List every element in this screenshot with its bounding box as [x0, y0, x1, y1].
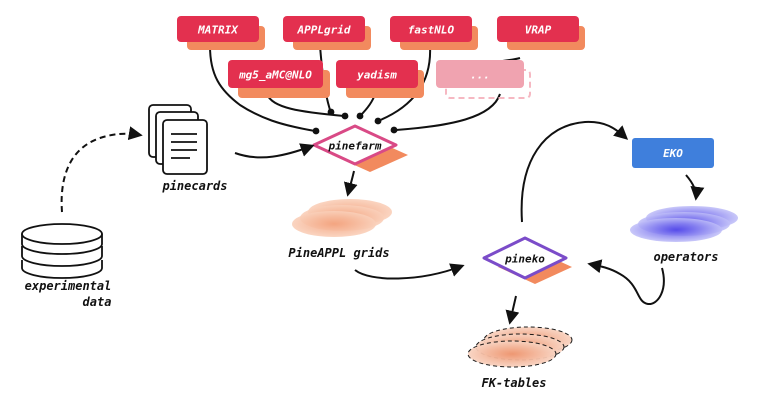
connector-matrix: [209, 45, 316, 132]
generator-label: ...: [470, 69, 490, 82]
dashed-ellipse-stack-icon: [467, 326, 573, 368]
connector-dot-2: [327, 108, 335, 116]
generator-box-vrap: VRAP: [497, 16, 585, 50]
generator-box-yadism: yadism: [336, 60, 424, 98]
pinefarm-node: pinefarm: [312, 124, 408, 172]
pineko-label: pineko: [504, 253, 545, 266]
arrow-eko-to-operators: [685, 174, 705, 201]
connector-dot-6: [390, 126, 398, 134]
connector-ellipsis: [395, 93, 501, 131]
connector-dot-4: [356, 112, 364, 120]
pineappl-grids-caption: PineAPPL grids: [288, 246, 389, 260]
operators-caption: operators: [653, 250, 718, 264]
generator-box-mg5: mg5_aMC@NLO: [228, 60, 330, 98]
arrow-grids-to-pineko: [354, 263, 465, 280]
connector-dot-3: [341, 112, 349, 120]
generator-box-applgrid: APPLgrid: [283, 16, 371, 50]
arrow-pinefarm-to-grids: [343, 170, 358, 197]
arrow-pineko-to-fktables: [505, 295, 520, 325]
eko-box: EKO: [632, 138, 714, 168]
generator-label: MATRIX: [197, 24, 239, 37]
fk-tables-caption: FK-tables: [481, 376, 546, 390]
arrow-operators-to-pineko: [587, 259, 665, 305]
database-icon: [21, 223, 103, 279]
generator-label: mg5_aMC@NLO: [238, 69, 312, 82]
document-stack-icon: [148, 104, 208, 175]
eko-label: EKO: [663, 147, 683, 160]
generator-box-matrix: MATRIX: [177, 16, 265, 50]
generator-label: APPLgrid: [297, 24, 351, 37]
orange-ellipse-stack-icon: [292, 199, 392, 237]
connector-dots: [312, 108, 398, 135]
pinecards-caption: pinecards: [161, 179, 227, 193]
connector-dot-1: [312, 127, 320, 135]
connector-dot-5: [374, 117, 382, 125]
generator-label: VRAP: [525, 24, 552, 37]
experimental-caption-line2: data: [83, 295, 112, 309]
pineko-node: pineko: [482, 236, 572, 284]
generator-box-ellipsis: ...: [436, 60, 531, 99]
arrow-pinecards-to-pinefarm: [234, 143, 315, 159]
blue-ellipse-stack-icon: [630, 206, 738, 242]
arrow-data-to-pinecards: [60, 126, 143, 213]
generator-label: yadism: [356, 69, 397, 82]
pinefarm-label: pinefarm: [328, 140, 382, 153]
generator-label: fastNLO: [408, 24, 455, 37]
experimental-caption-line1: experimental: [25, 279, 112, 293]
arrow-pineko-to-eko: [520, 120, 629, 223]
generator-box-fastnlo: fastNLO: [390, 16, 478, 50]
